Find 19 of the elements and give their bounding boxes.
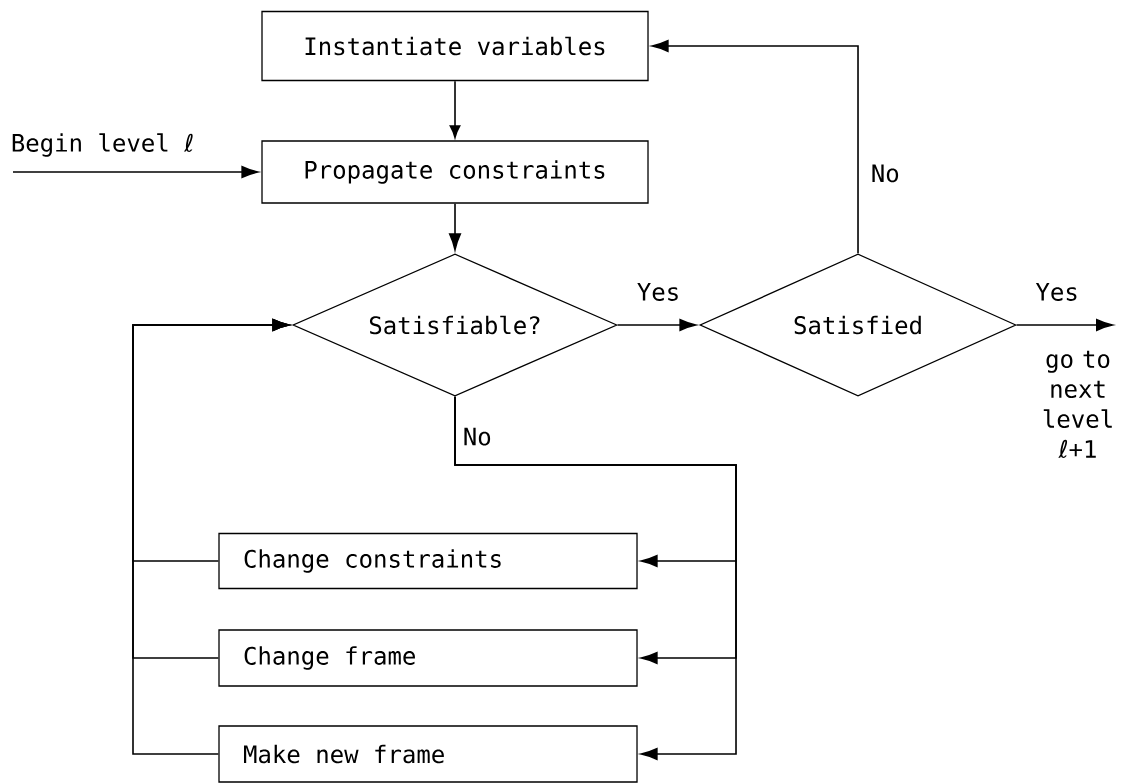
arrow <box>454 395 737 760</box>
arrow <box>616 319 697 331</box>
process-box: Change constraints <box>218 532 638 590</box>
process-box: Make new frame <box>218 725 638 783</box>
arrow <box>12 166 259 178</box>
arrow <box>132 319 290 755</box>
edge-label: Yes <box>634 281 683 303</box>
process-box: Change frame <box>218 629 638 687</box>
edge-label: Yes <box>1033 281 1081 303</box>
note-text: go to next level ℓ+1 <box>1043 350 1112 458</box>
process-box: Instantiate variables <box>261 10 649 82</box>
arrow <box>449 80 461 139</box>
arrow <box>1015 319 1114 331</box>
edge-label: No <box>868 162 902 185</box>
edge-label: Begin level ℓ <box>8 131 197 159</box>
edge-label: No <box>460 425 494 448</box>
arrow <box>449 202 461 251</box>
process-box: Propagate constraints <box>261 140 649 204</box>
arrow <box>651 40 859 255</box>
